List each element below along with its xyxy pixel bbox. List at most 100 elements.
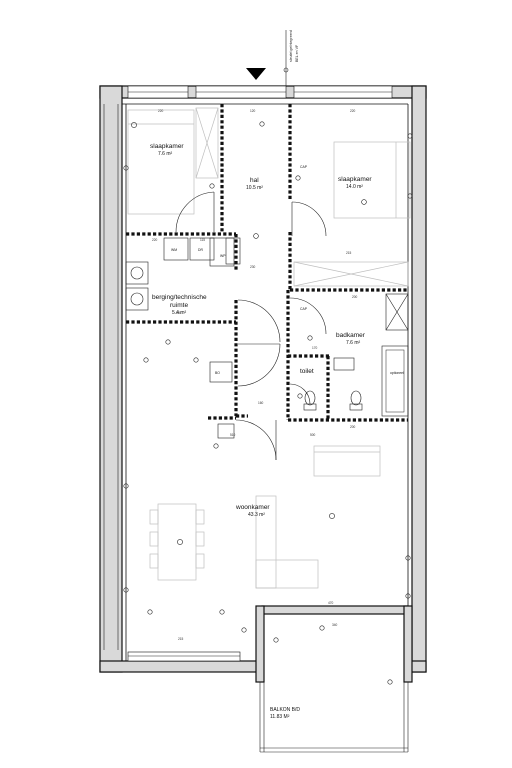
fixture-label-bo: BO (215, 371, 220, 375)
washing-machine-icon (130, 266, 144, 280)
balcony-light-icon (273, 637, 279, 643)
room-area-woonkamer: 43.3 m² (248, 512, 265, 518)
room-name-berging-2: ruimte (170, 302, 188, 309)
fixture-label-wm: WM (171, 248, 177, 252)
bed-right (333, 141, 411, 219)
balcony (255, 605, 413, 753)
balcony-light-icon (387, 679, 393, 685)
socket-icon (405, 555, 411, 561)
wardrobe-left (195, 107, 219, 179)
entrance-note-1: sleutel geïntegreerd (289, 30, 293, 62)
dim-bath-w: 170 (312, 346, 318, 350)
dim-stor-top: 220 (152, 238, 158, 242)
balcony-light-icon (319, 625, 325, 631)
fixture-labels: WM DR WP BO optioneel CAP CAP (171, 165, 404, 375)
light-point-icon (253, 233, 259, 239)
room-area-slaapkamer-2: 14.0 m² (346, 184, 363, 190)
bed-left (127, 109, 195, 215)
furniture (125, 107, 411, 589)
meter-cupboard (225, 237, 241, 265)
dim-hall-low: 160 (258, 401, 264, 405)
socket-icon (143, 357, 149, 363)
socket-icon (407, 133, 413, 139)
sofa (313, 445, 381, 477)
room-area-hal: 10.5 m² (246, 185, 263, 191)
switch-icon (209, 183, 215, 189)
doors (175, 191, 327, 461)
dim-liv-top-a: 500 (310, 433, 316, 437)
socket-icon (193, 357, 199, 363)
dim-mid-right: 200 (352, 295, 358, 299)
socket-icon (123, 483, 129, 489)
room-area-balkon: 11.83 M² (270, 714, 290, 720)
dim-balc-top-a: 340 (332, 623, 338, 627)
dim-balc-top-b: 470 (328, 601, 334, 605)
switch-icon (213, 443, 219, 449)
dim-mid-left: 265 (176, 311, 182, 315)
light-point-icon (177, 539, 183, 545)
dim-hal-mid: 230 (250, 265, 256, 269)
dining-table (157, 503, 197, 581)
dimension-labels: 220 120 220 230 215 220 115 265 200 170 … (152, 109, 358, 641)
dr-unit (189, 237, 215, 261)
room-area-badkamer: 7.6 m² (346, 340, 361, 346)
socket-icon (219, 609, 225, 615)
bathtub (381, 345, 409, 417)
light-point-icon (329, 513, 335, 519)
door-swing-bedroom-right (291, 201, 327, 237)
bo-unit (209, 361, 233, 383)
switch-icon (297, 393, 303, 399)
door-swing-storage (237, 299, 281, 343)
left-wall (99, 85, 123, 673)
socket-icon (295, 175, 301, 181)
socket-icon (131, 122, 137, 128)
room-name-woonkamer: woonkamer (235, 504, 270, 511)
fixture-label-cap-2: CAP (300, 307, 308, 311)
lounge-sofa (255, 559, 319, 589)
dim-top-left: 220 (158, 109, 164, 113)
bottom-wall-left (99, 660, 263, 673)
dim-top-mid: 120 (250, 109, 256, 113)
dim-top-right: 220 (350, 109, 356, 113)
toilet-bowl-2-icon (350, 390, 362, 406)
window-bottom-left (127, 651, 241, 662)
dim-bath-top: 200 (350, 425, 356, 429)
room-name-hal: hal (250, 177, 259, 184)
electrical-symbols (123, 121, 413, 685)
wardrobe-right (293, 261, 409, 287)
fixture-label-cap-1: CAP (300, 165, 308, 169)
socket-icon (123, 165, 129, 171)
room-area-slaapkamer-1: 7.6 m² (158, 151, 173, 157)
dim-liv-top-b: 510 (230, 433, 236, 437)
dryer-icon (130, 292, 144, 306)
washing-machine-box (125, 261, 149, 285)
door-swing-toilet (289, 383, 311, 405)
sink (333, 357, 355, 371)
shower-tray (385, 293, 409, 331)
socket-icon (165, 339, 171, 345)
switch-icon (307, 335, 313, 341)
dryer-box (125, 287, 149, 311)
room-name-badkamer: badkamer (336, 332, 366, 339)
balcony-right-wall (403, 605, 413, 683)
room-labels: slaapkamer 7.6 m² hal 10.5 m² slaapkamer… (150, 143, 372, 720)
doorbell-icon (283, 67, 289, 73)
dim-bottom: 215 (178, 637, 184, 641)
dim-bed2-low: 215 (346, 251, 352, 255)
socket-icon (241, 627, 247, 633)
room-name-balkon: BALKON B/D (270, 707, 300, 713)
room-name-slaapkamer-2: slaapkamer (338, 176, 372, 183)
room-name-berging-1: berging/technische (152, 294, 207, 301)
entrance-arrow-icon (246, 68, 266, 80)
fixture-label-dr: DR (198, 248, 203, 252)
balcony-top-wall (261, 605, 409, 615)
hall-fixture (217, 423, 235, 439)
interior-walls (126, 104, 408, 422)
toilet-bowl-icon (304, 390, 316, 406)
socket-icon (405, 593, 411, 599)
socket-icon (123, 587, 129, 593)
exterior-walls (99, 85, 427, 673)
room-area-berging: 5.4 m² (172, 310, 187, 316)
door-swing-bathroom (289, 297, 327, 335)
